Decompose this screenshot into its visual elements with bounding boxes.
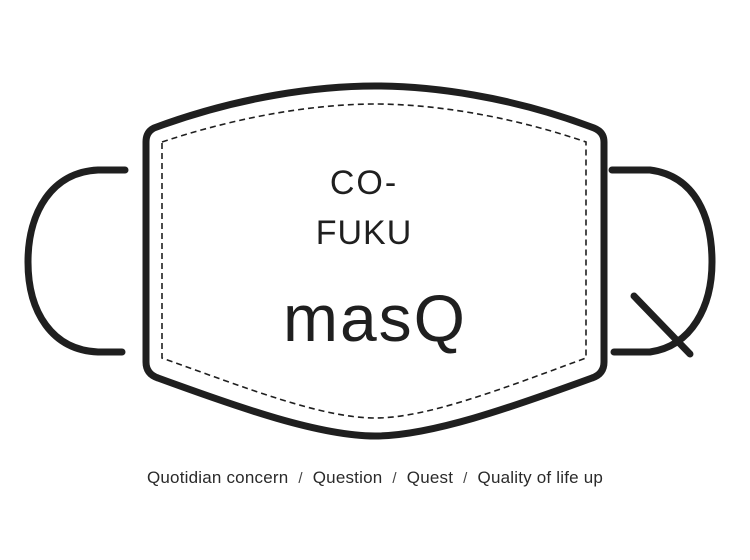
ear-loop-left-icon (24, 166, 129, 356)
tagline-item: Quotidian concern (146, 468, 289, 487)
mask-stitching (161, 103, 587, 419)
logo-brand-masq: masQ (282, 281, 468, 355)
tagline-separator: / (298, 469, 303, 487)
tagline-item: Quest (406, 468, 454, 487)
tagline-separator: / (392, 469, 397, 487)
logo-line-fuku: FUKU (315, 214, 413, 252)
logo-line-co: CO- (329, 164, 399, 202)
tagline-item: Question (312, 468, 383, 487)
tagline: Quotidian concern / Question / Quest / Q… (0, 465, 750, 491)
q-tail-icon (630, 292, 694, 358)
tagline-item: Quality of life up (477, 468, 604, 487)
tagline-separator: / (463, 469, 468, 487)
mask-body-outline (142, 82, 608, 440)
